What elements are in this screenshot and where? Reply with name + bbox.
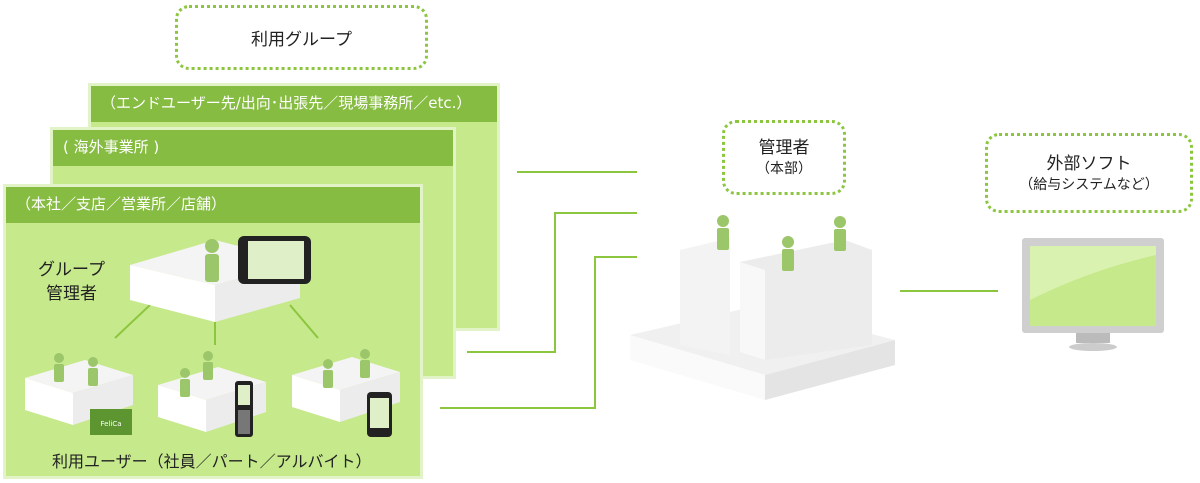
group-header: ( 海外事業所 ): [53, 130, 453, 166]
group-header: （本社／支店／営業所／店舗）: [6, 187, 420, 223]
felica-card-icon: FeliCa: [90, 409, 132, 435]
external-software-label: 外部ソフト （給与システムなど）: [985, 133, 1193, 213]
users-label: 利用ユーザー（社員／パート／アルバイト）: [52, 452, 372, 471]
usage-group-label: 利用グループ: [175, 5, 428, 70]
smartphone-icon: [367, 392, 392, 437]
connector-lines: [114, 171, 998, 409]
tablet-icon: [238, 236, 311, 284]
hq-admin-label: 管理者 （本部）: [722, 120, 846, 195]
group-admin-label: グループ 管理者: [38, 260, 105, 304]
svg-text:FeliCa: FeliCa: [100, 420, 121, 428]
monitor-icon: [1022, 238, 1164, 351]
group-header: （エンドユーザー先/出向･出張先／現場事務所／etc.）: [91, 86, 497, 122]
hq-building: [630, 215, 895, 400]
feature-phone-icon: [235, 381, 253, 437]
group-box-headoffice: （本社／支店／営業所／店舗）: [3, 184, 423, 479]
person-icons: [54, 239, 370, 397]
